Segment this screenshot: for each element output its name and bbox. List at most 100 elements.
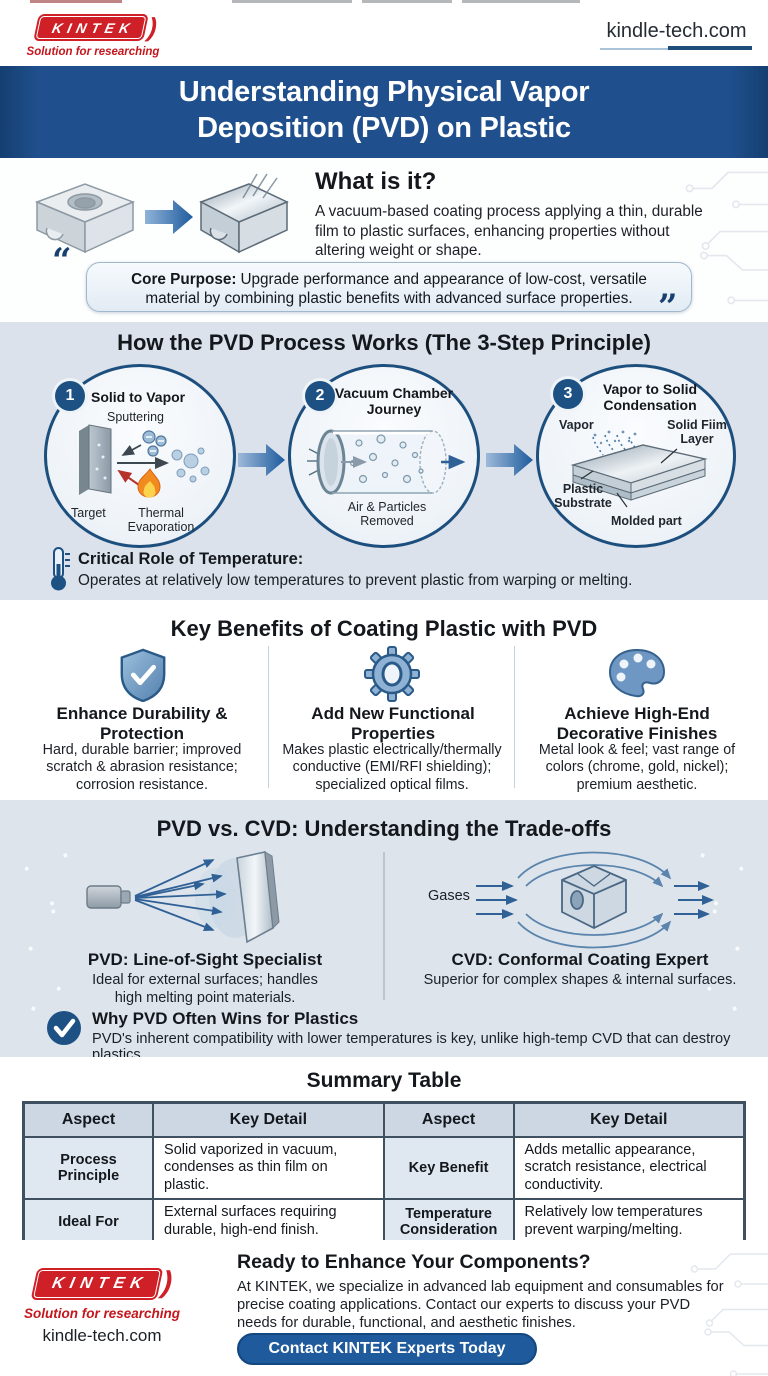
top-artifact: [232, 0, 352, 3]
table-cell: Key Benefit: [382, 1135, 515, 1201]
site-url-link[interactable]: kindle-tech.com: [606, 20, 747, 42]
check-circle-icon: [47, 1011, 81, 1045]
step-3-label-substrate: Plastic Substrate: [554, 482, 612, 510]
logo-bracket: ): [160, 1266, 174, 1299]
sputtering-illustration: [79, 424, 210, 498]
step-3-label-film: Solid Fiim Layer: [667, 418, 727, 446]
temperature-heading: Critical Role of Temperature:: [78, 550, 304, 568]
table-cell: Process Principle: [22, 1135, 155, 1201]
step-2-title: Vacuum Chamber Journey: [334, 385, 454, 418]
summary-heading: Summary Table: [306, 1069, 462, 1092]
step-1-label-thermal: Thermal Evaporation: [127, 506, 195, 534]
pvd-vs-cvd-section: PVD vs. CVD: Understanding the Trade-off…: [0, 800, 768, 1063]
top-artifact: [362, 0, 452, 3]
logo-bracket: ): [146, 12, 159, 42]
thermometer-icon: [51, 547, 70, 591]
benefit-1-title: Enhance Durability & Protection: [56, 704, 228, 743]
step-1-label-sputtering: Sputtering: [107, 410, 164, 424]
column-header: Aspect: [382, 1101, 515, 1138]
step-3-title: Vapor to Solid Condensation: [602, 381, 698, 414]
table-cell: Solid vaporized in vacuum, condenses as …: [152, 1135, 385, 1201]
circuit-pattern-decoration: [0, 841, 69, 1012]
step-3-badge: 3: [553, 379, 583, 409]
step-2-circle: 2 Vacuum Chamber Journey: [288, 364, 480, 548]
summary-section: Summary Table Aspect Key Detail Aspect K…: [0, 1057, 768, 1246]
table-row: Process Principle Solid vaporized in vac…: [22, 1135, 746, 1201]
benefit-3-title: Achieve High-End Decorative Finishes: [556, 704, 718, 743]
core-purpose-callout: Core Purpose:Upgrade performance and app…: [86, 262, 692, 312]
title-banner: Understanding Physical Vapor Deposition …: [0, 66, 768, 158]
step-3-label-molded: Molded part: [611, 514, 682, 528]
table-row: Ideal For External surfaces requiring du…: [22, 1198, 746, 1246]
logo-text: KINTEK: [50, 19, 137, 36]
table-cell: Temperature Consideration: [382, 1198, 515, 1246]
what-is-it-section: What is it? A vacuum-based coating proce…: [0, 158, 768, 327]
benefits-heading: Key Benefits of Coating Plastic with PVD: [170, 616, 598, 641]
quote-icon: ”: [658, 287, 678, 327]
table-cell: Adds metallic appearance, scratch resist…: [512, 1135, 746, 1201]
vacuum-chamber-illustration: [307, 429, 466, 495]
column-header: Key Detail: [152, 1101, 385, 1138]
step-3-circle: 3 Vapor to Solid Condensation Vapor Soli…: [536, 364, 736, 548]
cvd-body: Superior for complex shapes & internal s…: [423, 972, 737, 988]
right-arrow-icon: [486, 444, 533, 476]
pvd-body: Ideal for external surfaces; handles hig…: [92, 972, 318, 1006]
step-1-title: Solid to Vapor: [91, 389, 186, 405]
benefit-1-body: Hard, durable barrier; improved scratch …: [42, 742, 242, 793]
kintek-logo: KINTEK: [30, 1268, 164, 1300]
divider: [514, 646, 515, 788]
column-header: Key Detail: [512, 1101, 746, 1138]
step-1-badge: 1: [55, 381, 85, 411]
table-cell: Ideal For: [22, 1198, 155, 1246]
summary-table: Aspect Key Detail Aspect Key Detail Proc…: [22, 1101, 746, 1246]
table-header-row: Aspect Key Detail Aspect Key Detail: [22, 1101, 746, 1138]
temperature-body: Operates at relatively low temperatures …: [78, 572, 633, 589]
pvd-title: PVD: Line-of-Sight Specialist: [87, 950, 323, 969]
column-header: Aspect: [22, 1101, 155, 1138]
footer-body: At KINTEK, we specialize in advanced lab…: [237, 1279, 724, 1332]
condensation-illustration: [570, 430, 708, 508]
step-3-label-vapor: Vapor: [559, 418, 594, 432]
step-1-circle: 1 Solid to Vapor Sputtering: [44, 364, 236, 548]
step-1-label-target: Target: [71, 506, 106, 520]
pvd-spray-illustration: [86, 851, 280, 944]
table-cell: External surfaces requiring durable, hig…: [152, 1198, 385, 1246]
why-pvd-heading: Why PVD Often Wins for Plastics: [92, 1009, 359, 1028]
divider: [268, 646, 269, 788]
site-url-link[interactable]: kindle-tech.com: [42, 1326, 162, 1345]
gear-icon: [364, 646, 420, 702]
flame-icon: [137, 468, 161, 498]
page-title-line2: Deposition (PVD) on Plastic: [197, 112, 571, 144]
url-underline: [600, 46, 752, 50]
process-section: How the PVD Process Works (The 3-Step Pr…: [0, 322, 768, 600]
kintek-logo: KINTEK: [33, 14, 149, 41]
what-body: A vacuum-based coating process applying …: [315, 203, 703, 260]
footer-section: KINTEK ) Solution for researching kindle…: [0, 1240, 768, 1376]
divider: [383, 852, 385, 1000]
header: KINTEK ) Solution for researching kindle…: [0, 4, 768, 66]
benefit-2-body: Makes plastic electrically/thermally con…: [282, 742, 502, 793]
plastic-part-coating-illustration: [34, 173, 289, 254]
vs-heading: PVD vs. CVD: Understanding the Trade-off…: [156, 816, 612, 841]
benefit-2-title: Add New Functional Properties: [311, 704, 475, 743]
step-2-badge: 2: [305, 381, 335, 411]
gases-label: Gases: [428, 888, 470, 904]
logo-tagline: Solution for researching: [23, 1306, 181, 1321]
palette-icon: [608, 648, 666, 698]
core-purpose-label: Core Purpose:: [131, 271, 237, 288]
table-cell: Relatively low temperatures prevent warp…: [512, 1198, 746, 1246]
contact-experts-button[interactable]: Contact KINTEK Experts Today: [237, 1333, 537, 1365]
top-artifact: [462, 0, 580, 3]
quote-icon: “: [52, 241, 72, 281]
footer-heading: Ready to Enhance Your Components?: [237, 1251, 591, 1273]
benefits-section: Key Benefits of Coating Plastic with PVD…: [0, 600, 768, 800]
right-arrow-icon: [238, 444, 285, 476]
page-title-line1: Understanding Physical Vapor: [178, 76, 590, 108]
step-2-label-removed: Air & Particles Removed: [347, 500, 427, 528]
logo-tagline: Solution for researching: [26, 46, 160, 58]
shield-check-icon: [120, 648, 166, 702]
core-purpose-text: Upgrade performance and appearance of lo…: [145, 271, 647, 308]
logo-text: KINTEK: [50, 1275, 150, 1292]
benefit-3-body: Metal look & feel; vast range of colors …: [538, 742, 736, 793]
